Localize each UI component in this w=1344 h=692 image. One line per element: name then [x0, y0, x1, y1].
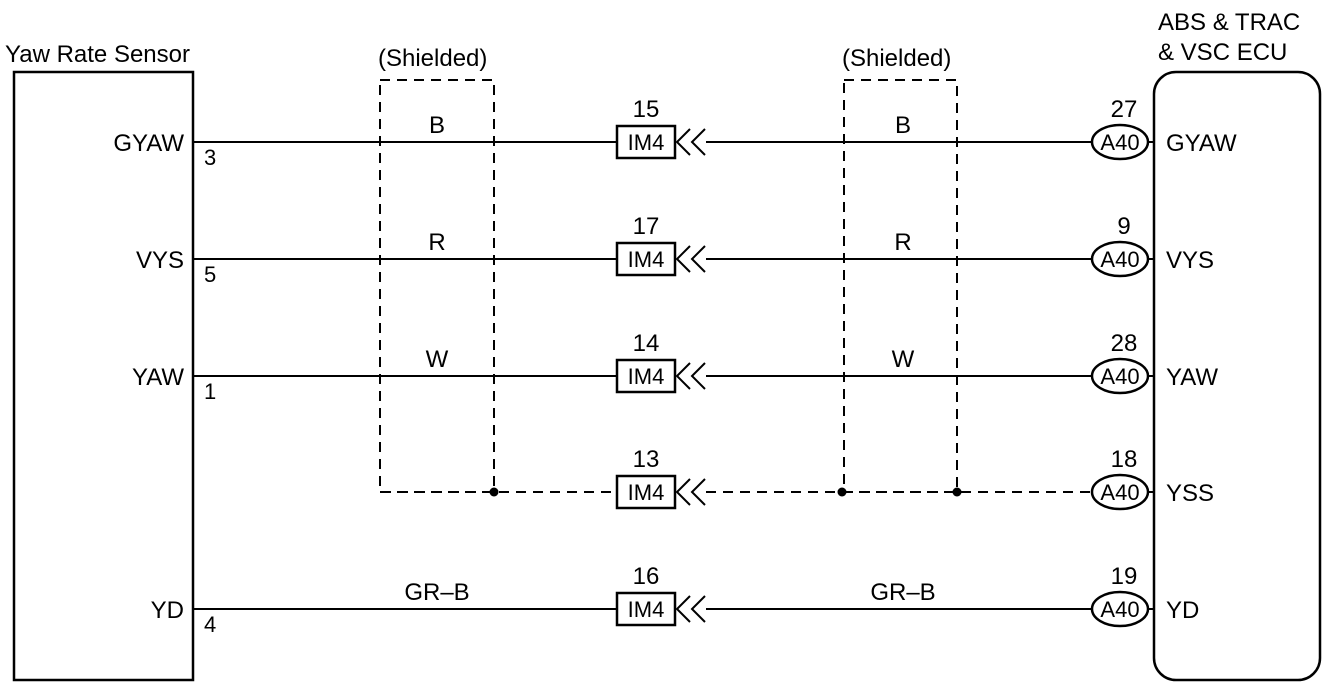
wire-color-right: GR–B: [870, 579, 935, 606]
shield-label-right: (Shielded): [842, 45, 951, 72]
connector-chevron-0: [675, 595, 691, 623]
sensor-terminal-label: GYAW: [113, 130, 184, 157]
yaw-rate-sensor-block: Yaw Rate Sensor: [5, 41, 195, 682]
ecu-pin-number: 9: [1117, 213, 1130, 240]
junction-pin-number: 16: [633, 563, 660, 590]
ecu-terminal-label: YD: [1166, 597, 1199, 624]
ecu-pin-number: 28: [1111, 330, 1138, 357]
junction-connector-box: [615, 241, 677, 277]
shield-splice-dot: [952, 487, 962, 497]
junction-connector-label: IM4: [628, 597, 665, 622]
junction-connector-label: IM4: [628, 130, 665, 155]
junction-connector-box: [615, 591, 677, 627]
connector-chevron-1: [690, 478, 706, 506]
junction-connector-label: IM4: [628, 247, 665, 272]
shield-label-left: (Shielded): [378, 45, 487, 72]
junction-connector-box: [615, 124, 677, 160]
ecu-pin-number: 18: [1111, 446, 1138, 473]
ecu-terminal-label: GYAW: [1166, 130, 1237, 157]
ecu-terminal-label: VYS: [1166, 247, 1214, 274]
wire-color-left: B: [429, 112, 445, 139]
wire-color-left: R: [428, 229, 445, 256]
junction-pin-number: 15: [633, 96, 660, 123]
ecu-terminal-label: YAW: [1166, 364, 1218, 391]
sensor-pin-number: 4: [204, 612, 216, 637]
ecu-pin-number: 27: [1111, 96, 1138, 123]
junction-connector-label: IM4: [628, 364, 665, 389]
shield-splice-dot: [837, 487, 847, 497]
shield-splice-dot: [489, 487, 499, 497]
sensor-pin-number: 1: [204, 379, 216, 404]
ecu-pin-number: 19: [1111, 563, 1138, 590]
wire-color-left: W: [426, 346, 449, 373]
junction-pin-number: 14: [633, 330, 660, 357]
ecu-block: ABS & TRAC & VSC ECU: [1152, 9, 1322, 682]
ecu-title-line2: & VSC ECU: [1158, 39, 1287, 66]
connector-chevron-1: [690, 362, 706, 390]
ecu-connector-label: A40: [1100, 247, 1139, 272]
sensor-pin-number: 3: [204, 145, 216, 170]
ecu-terminal-label: YSS: [1166, 480, 1214, 507]
sensor-terminal-label: YD: [151, 597, 184, 624]
connector-chevron-0: [675, 128, 691, 156]
junction-connector-box: [615, 358, 677, 394]
wire-color-right: R: [894, 229, 911, 256]
ecu-connector-label: A40: [1100, 597, 1139, 622]
connector-chevron-1: [690, 128, 706, 156]
junction-connector-label: IM4: [628, 480, 665, 505]
wire-color-right: B: [895, 112, 911, 139]
connector-chevron-0: [675, 245, 691, 273]
sensor-terminal-label: VYS: [136, 247, 184, 274]
junction-connector-box: [615, 474, 677, 510]
ecu-connector-label: A40: [1100, 130, 1139, 155]
sensor-body: [12, 70, 195, 682]
sensor-title: Yaw Rate Sensor: [5, 41, 190, 68]
junction-pin-number: 13: [633, 446, 660, 473]
connector-chevron-0: [675, 362, 691, 390]
wire-color-right: W: [892, 346, 915, 373]
connector-chevron-1: [690, 245, 706, 273]
junction-pin-number: 17: [633, 213, 660, 240]
connector-chevron-0: [675, 478, 691, 506]
sensor-pin-number: 5: [204, 262, 216, 287]
wire-color-left: GR–B: [404, 579, 469, 606]
ecu-title-line1: ABS & TRAC: [1158, 9, 1300, 36]
sensor-terminal-label: YAW: [132, 364, 184, 391]
connector-chevron-1: [690, 595, 706, 623]
ecu-connector-label: A40: [1100, 480, 1139, 505]
ecu-connector-label: A40: [1100, 364, 1139, 389]
